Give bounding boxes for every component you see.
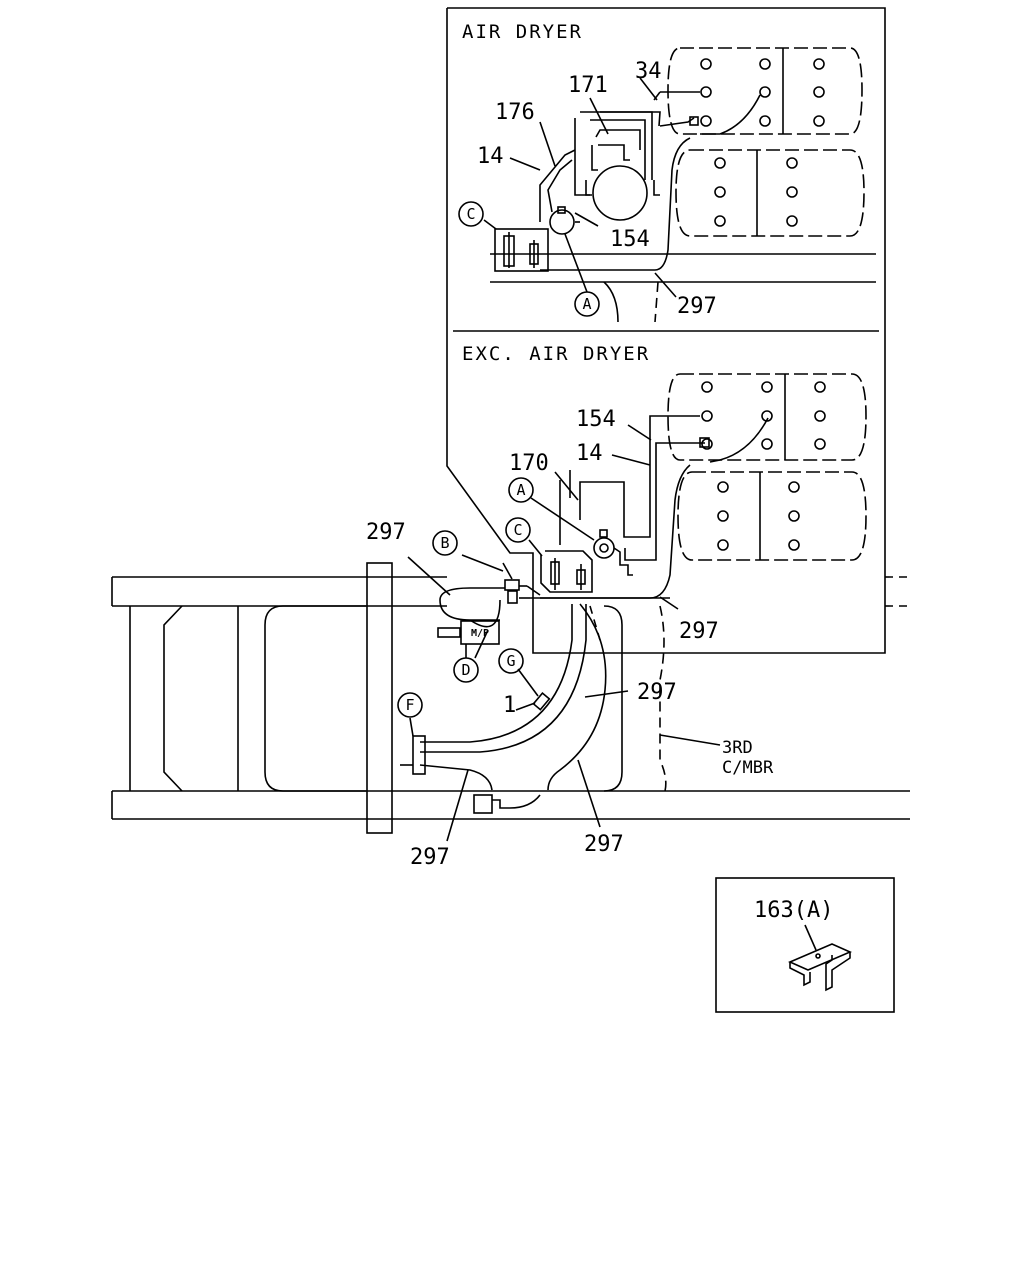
part-163a-label: 163(A) <box>754 898 833 923</box>
crossmember-label-line2: C/MBR <box>722 758 774 778</box>
callout-f: F <box>405 696 414 714</box>
air-dryer-inset-drawing <box>458 47 876 323</box>
callout-d: D <box>461 661 470 679</box>
callout-a: A <box>582 295 591 313</box>
part-14-label: 14 <box>576 441 603 466</box>
inset-frame <box>446 7 886 654</box>
exc-air-dryer-inset-drawing <box>505 373 867 610</box>
callout-a: A <box>516 481 525 499</box>
part-154-label: 154 <box>610 227 650 252</box>
part-297-label: 297 <box>366 520 406 545</box>
bracket-detail-box <box>715 877 895 1013</box>
crossmember-label-line1: 3RD <box>722 738 753 758</box>
part-154-label: 154 <box>576 407 616 432</box>
part-34-label: 34 <box>635 59 662 84</box>
part-170-label: 170 <box>509 451 549 476</box>
part-297-label: 297 <box>410 845 450 870</box>
callout-c: C <box>513 521 522 539</box>
callout-b: B <box>440 534 449 552</box>
chassis-frame <box>111 562 910 834</box>
callout-g: G <box>506 652 515 670</box>
air-dryer-title: AIR DRYER <box>462 21 583 43</box>
part-297-label: 297 <box>679 619 719 644</box>
part-297-label: 297 <box>637 680 677 705</box>
part-176-label: 176 <box>495 100 535 125</box>
mp-box-label: M/P <box>471 628 489 639</box>
part-1-label: 1 <box>503 693 516 718</box>
part-297-label: 297 <box>584 832 624 857</box>
part-14-label: 14 <box>477 144 504 169</box>
main-piping <box>397 530 721 842</box>
callout-c: C <box>466 205 475 223</box>
part-171-label: 171 <box>568 73 608 98</box>
exc-air-dryer-title: EXC. AIR DRYER <box>462 343 650 365</box>
part-297-label: 297 <box>677 294 717 319</box>
